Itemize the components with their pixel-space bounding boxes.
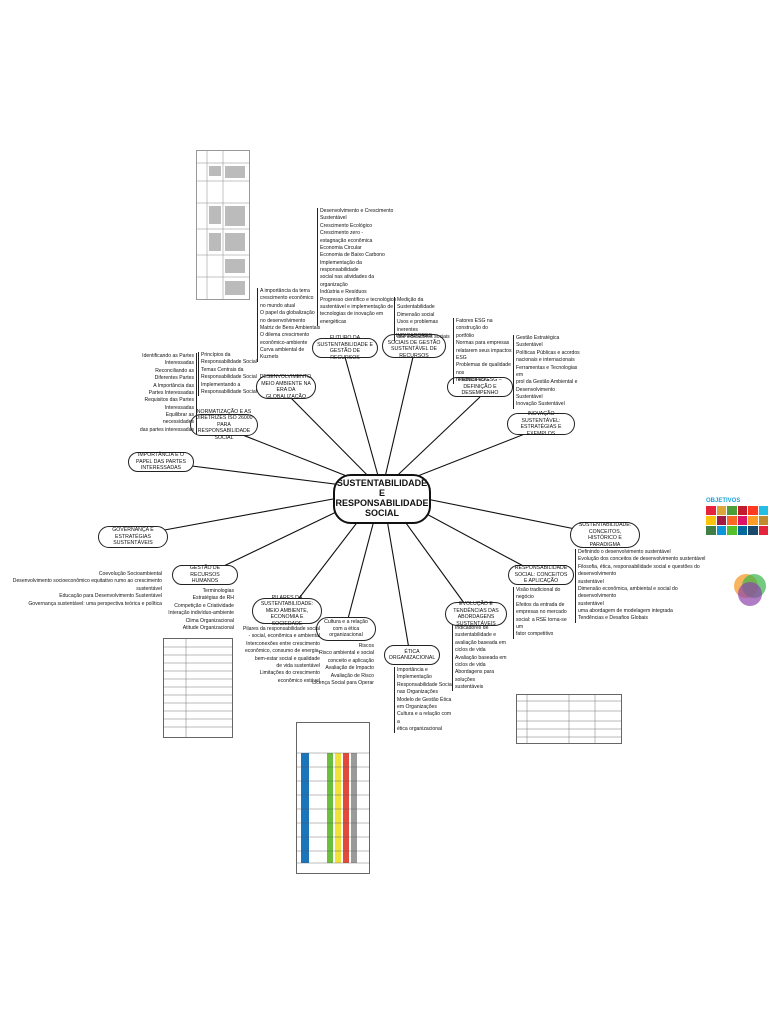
sdg-tile — [706, 526, 716, 535]
text-pilares: Pilares da responsabilidade social - soc… — [242, 626, 320, 684]
node-indicadores-label: INDICADORES SOCIAIS DE GESTÃO SUSTENTÁVE… — [387, 333, 441, 359]
sdg-tile — [706, 506, 716, 515]
node-pilares: PILARES DA SUSTENTABILIDADE: MEIO AMBIEN… — [252, 595, 322, 627]
node-principio-label: PRINCIPIO ESG – DEFINIÇÃO E DESEMPENHO — [458, 377, 502, 397]
text-etica: Importância e Implementação Responsabili… — [394, 667, 455, 734]
node-desenvolvimento: DESENVOLVIMENTO, MEIO AMBIENTE NA ERA DA… — [256, 374, 316, 400]
node-governanca: GOVERNANÇA E ESTRATÉGIAS SUSTENTÁVEIS — [98, 526, 168, 548]
venn-circle-social — [738, 582, 762, 606]
text-partes: Identificando as Partes Interessadas Rec… — [138, 353, 197, 435]
table-thumbnail-bottom-graphic — [297, 723, 369, 864]
sdg-tile — [706, 516, 716, 525]
node-gestao-rh-label: GESTÃO DE RECURSOS HUMANOS — [189, 565, 221, 585]
node-etica: ÉTICA ORGANIZACIONAL — [384, 645, 440, 665]
sdg-tiles — [706, 506, 768, 535]
venn-diagram — [734, 574, 766, 606]
sdg-tile — [737, 506, 747, 515]
text-governanca: Coevolução Socioambiental Desenvolviment… — [12, 571, 162, 607]
node-evolucao: EVOLUÇÃO E TENDÊNCIAS DAS ABORDAGENS SUS… — [445, 601, 507, 627]
table-thumbnail-top-graphic — [197, 151, 249, 299]
sdg-tile — [737, 526, 747, 535]
sdg-tile — [748, 506, 758, 515]
sdg-tile — [727, 526, 737, 535]
table-thumbnail-left — [163, 638, 233, 738]
node-conceitos-label: SUSTENTABILIDADE: CONCEITOS, HISTÓRICO E… — [578, 522, 632, 548]
node-normatizacao: NORMATIZAÇÃO E AS DIRETRIZES ISO 26000 P… — [190, 409, 258, 441]
node-pilares-label: PILARES DA SUSTENTABILIDADE: MEIO AMBIEN… — [260, 594, 314, 627]
node-importancia: IMPORTÂNCIA E O PAPEL DAS PARTES INTERES… — [128, 452, 194, 472]
node-cultura: Cultura e a relação com a ética organiza… — [316, 617, 376, 641]
text-rh: Terminologias Estratégias de RH Competiç… — [168, 588, 234, 631]
sdg-tile — [748, 516, 758, 525]
node-cultura-label: Cultura e a relação com a ética organiza… — [324, 619, 368, 639]
text-rs: Visão tradicional do negócio Efeitos da … — [513, 587, 574, 639]
node-inovacao-label: INOVAÇÃO SUSTENTÁVEL: ESTRATÉGIAS E EXEM… — [520, 411, 562, 437]
sdg-tile — [716, 506, 726, 515]
node-principio: PRINCIPIO ESG – DEFINIÇÃO E DESEMPENHO — [447, 377, 513, 397]
node-desenvolvimento-label: DESENVOLVIMENTO, MEIO AMBIENTE NA ERA DA… — [259, 374, 313, 400]
text-indicadores: Medição da Sustentabilidade Dimensão soc… — [394, 297, 459, 342]
table-thumbnail-top — [196, 150, 250, 300]
text-globalizacao: A importância da terra crescimento econô… — [257, 288, 322, 362]
node-inovacao: INOVAÇÃO SUSTENTÁVEL: ESTRATÉGIAS E EXEM… — [507, 411, 575, 437]
text-cultura: Riscos Risco ambiental e social conceito… — [312, 643, 374, 686]
sdg-tile — [716, 526, 726, 535]
central-topic-label: SUSTENTABILIDADE E RESPONSABILIDADE SOCI… — [335, 478, 429, 518]
node-importancia-label: IMPORTÂNCIA E O PAPEL DAS PARTES INTERES… — [136, 452, 186, 472]
text-inovacao: Gestão Estratégica Sustentável Políticas… — [513, 335, 580, 409]
node-futuro-label: FUTURO DA SUSTENTABILIDADE E GESTÃO DE R… — [317, 335, 373, 361]
text-conceitos: Definindo o desenvolvimento sustentável … — [575, 549, 708, 623]
sdg-title: OBJETIVOS — [706, 498, 741, 504]
text-futuro: Desenvolvimento e Crescimento Sustentáve… — [317, 208, 398, 326]
table-thumbnail-left-graphic — [164, 639, 232, 737]
sdg-logo-grid: OBJETIVOS — [706, 496, 768, 558]
table-thumbnail-bottom — [296, 722, 370, 874]
text-evolucao: Indicadores de sustentabilidade e avalia… — [452, 625, 511, 692]
node-indicadores: INDICADORES SOCIAIS DE GESTÃO SUSTENTÁVE… — [382, 333, 446, 359]
node-gestao-rh: GESTÃO DE RECURSOS HUMANOS — [172, 565, 238, 585]
sdg-tile — [716, 516, 726, 525]
node-conceitos: SUSTENTABILIDADE: CONCEITOS, HISTÓRICO E… — [570, 522, 640, 548]
central-topic: SUSTENTABILIDADE E RESPONSABILIDADE SOCI… — [333, 474, 431, 524]
node-evolucao-label: EVOLUÇÃO E TENDÊNCIAS DAS ABORDAGENS SUS… — [453, 601, 499, 627]
node-futuro: FUTURO DA SUSTENTABILIDADE E GESTÃO DE R… — [312, 335, 378, 361]
text-esg: Fatores ESG na construção do portfólio N… — [453, 318, 518, 385]
sdg-tile — [758, 526, 768, 535]
node-rs-conceitos-label: RESPONSABILIDADE SOCIAL: CONCEITOS E APL… — [514, 565, 568, 585]
table-thumbnail-right — [516, 694, 622, 744]
node-rs-conceitos: RESPONSABILIDADE SOCIAL: CONCEITOS E APL… — [508, 565, 574, 585]
text-iso: Princípios da Responsabilidade Social Te… — [198, 352, 265, 397]
node-etica-label: ÉTICA ORGANIZACIONAL — [388, 648, 436, 662]
sdg-tile — [748, 526, 758, 535]
sdg-tile — [737, 516, 747, 525]
table-thumbnail-right-graphic — [517, 695, 621, 743]
sdg-tile — [758, 506, 768, 515]
sdg-tile — [727, 506, 737, 515]
node-governanca-label: GOVERNANÇA E ESTRATÉGIAS SUSTENTÁVEIS — [112, 527, 154, 547]
node-normatizacao-label: NORMATIZAÇÃO E AS DIRETRIZES ISO 26000 P… — [195, 408, 253, 441]
sdg-tile — [758, 516, 768, 525]
sdg-tile — [727, 516, 737, 525]
